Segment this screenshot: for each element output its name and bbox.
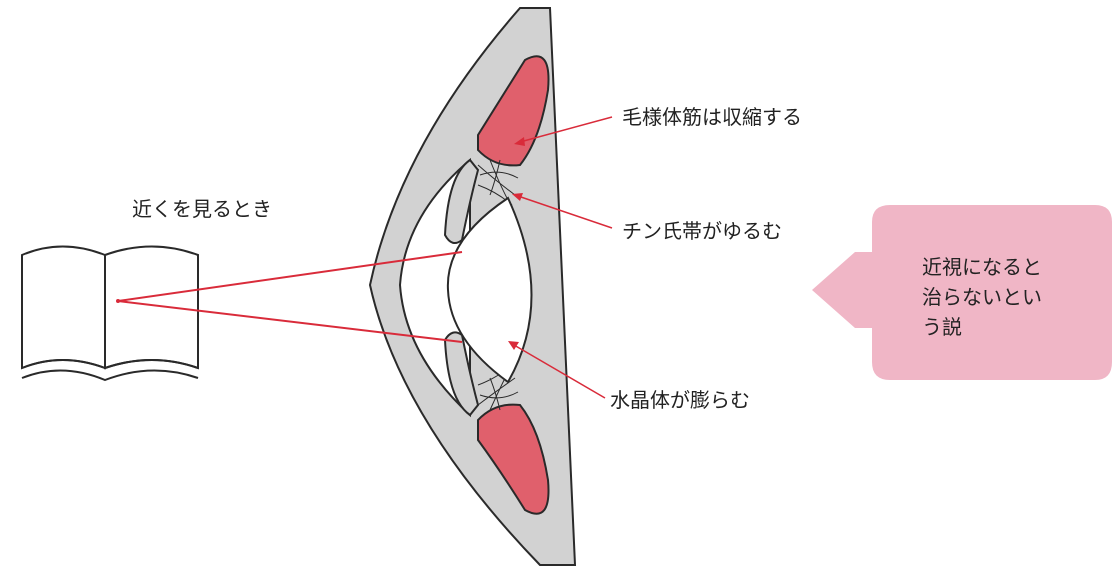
- bubble-line-2: 治らないとい: [922, 282, 1092, 312]
- bubble-text: 近視になると 治らないとい う説: [922, 252, 1092, 342]
- lens-label: 水晶体が膨らむ: [610, 384, 750, 413]
- near-view-label: 近くを見るとき: [132, 193, 272, 222]
- focus-point: [116, 299, 120, 303]
- ciliary-muscle-label: 毛様体筋は収縮する: [622, 101, 802, 130]
- bubble-line-1: 近視になると: [922, 252, 1092, 282]
- zonule-label: チン氏帯がゆるむ: [622, 215, 782, 244]
- open-book-icon: [22, 247, 198, 381]
- bubble-line-3: う説: [922, 312, 1092, 342]
